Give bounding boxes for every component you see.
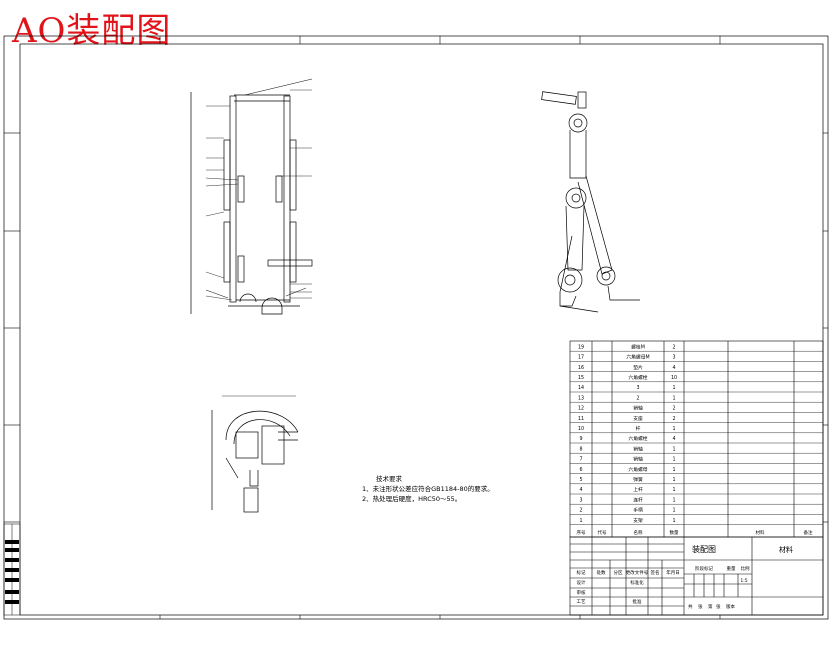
table-cell-qty: 1 <box>672 395 675 401</box>
label-sign: 签名 <box>651 569 660 576</box>
table-cell-qty: 2 <box>672 416 675 422</box>
drawing-name: 装配图 <box>692 544 716 554</box>
table-cell-qty: 3 <box>672 355 675 361</box>
table-cell-qty: 1 <box>672 467 675 473</box>
table-cell-qty: 1 <box>672 508 675 514</box>
table-cell-name: 销轴 <box>633 405 643 412</box>
table-cell-name: 3 <box>636 385 639 391</box>
table-cell-name: 销轴 <box>633 456 643 463</box>
role-design: 设计 <box>577 579 586 586</box>
header-material: 材料 <box>756 529 765 536</box>
table-cell-no: 15 <box>578 375 584 381</box>
table-cell-no: 9 <box>579 436 582 442</box>
side-view <box>541 91 640 313</box>
table-cell-no: 6 <box>579 467 582 473</box>
table-cell-qty: 1 <box>672 426 675 432</box>
header-code: 代号 <box>598 529 607 536</box>
table-cell-qty: 1 <box>672 518 675 524</box>
role-approve: 批准 <box>633 598 642 605</box>
table-cell-no: 17 <box>578 355 584 361</box>
table-cell-no: 8 <box>579 446 582 452</box>
label-mark: 标记 <box>577 569 586 576</box>
table-cell-name: 六角螺栓 <box>628 374 647 381</box>
table-cell-name: 杆 <box>636 425 641 432</box>
header-no: 序号 <box>577 529 586 536</box>
table-cell-qty: 1 <box>672 385 675 391</box>
role-standard: 标准化 <box>630 579 644 586</box>
title-block <box>569 536 824 616</box>
table-cell-no: 19 <box>578 344 584 350</box>
stage-weight: 重量 <box>727 565 736 572</box>
table-cell-no: 10 <box>578 426 584 432</box>
table-cell-qty: 1 <box>672 497 675 503</box>
table-cell-name: 支座 <box>633 415 643 422</box>
table-cell-no: 3 <box>579 497 582 503</box>
tech-heading: 技术要求 <box>376 475 402 483</box>
table-cell-no: 12 <box>578 406 584 412</box>
table-cell-name: 上杆 <box>633 486 643 493</box>
parts-list-table <box>569 340 824 538</box>
header-name: 名称 <box>634 529 643 536</box>
sheet-num-unit: 张 <box>716 603 721 610</box>
drawing-title: AO装配图 <box>12 11 172 51</box>
table-cell-qty: 4 <box>672 436 675 442</box>
tech-item-2: 2、热处理后硬度，HRC50～55。 <box>362 495 462 503</box>
stage-mark: 阶段标记 <box>695 565 713 572</box>
table-cell-qty: 1 <box>672 446 675 452</box>
sheet-total: 共 <box>688 603 693 610</box>
table-cell-name: 垫片 <box>633 364 643 371</box>
sheet-num: 第 <box>708 603 713 610</box>
role-process: 工艺 <box>577 599 586 605</box>
label-change: 更改文件号 <box>626 569 649 576</box>
table-cell-name: 手柄 <box>633 507 643 514</box>
table-cell-no: 11 <box>578 416 584 422</box>
table-cell-name: 支架 <box>633 517 643 524</box>
table-cell-name: 2 <box>636 395 639 401</box>
table-cell-no: 2 <box>579 508 582 514</box>
table-cell-no: 4 <box>579 487 582 493</box>
table-cell-no: 14 <box>578 385 584 391</box>
scale-value: 1:5 <box>740 578 747 584</box>
table-cell-no: 1 <box>579 518 582 524</box>
table-cell-qty: 2 <box>672 406 675 412</box>
table-cell-no: 16 <box>578 365 584 371</box>
front-view-leaders <box>205 89 312 301</box>
table-cell-qty: 2 <box>672 344 675 350</box>
role-review: 审核 <box>577 589 586 596</box>
header-remark: 备注 <box>804 529 813 536</box>
table-cell-name: 六角螺母M <box>626 354 649 361</box>
table-cell-name: 六角螺栓 <box>628 435 647 442</box>
label-zone: 分区 <box>614 569 623 576</box>
front-view <box>190 78 313 315</box>
table-cell-name: 销轴 <box>633 445 643 452</box>
tech-item-1: 1、未注形状公差应符合GB1184-80的要求。 <box>362 485 494 493</box>
table-cell-qty: 1 <box>672 457 675 463</box>
table-cell-name: 弹簧 <box>633 476 643 483</box>
label-count: 处数 <box>597 569 606 576</box>
stage-scale: 比例 <box>741 565 750 572</box>
label-date: 年月日 <box>666 569 680 576</box>
technical-requirements: 技术要求 1、未注形状公差应符合GB1184-80的要求。 2、热处理后硬度，H… <box>362 474 494 504</box>
table-cell-qty: 1 <box>672 487 675 493</box>
table-cell-no: 7 <box>579 457 582 463</box>
zone-markers <box>4 36 828 619</box>
table-cell-qty: 1 <box>672 477 675 483</box>
table-cell-name: 连杆 <box>633 496 643 503</box>
title-block-text: 装配图 材料 1:5 序号 代号 名称 数量 材料 备注 标记 处数 分区 更改… <box>577 529 813 610</box>
version-label: 版本 <box>726 603 735 610</box>
sheet-total-unit: 张 <box>698 603 703 610</box>
table-cell-no: 5 <box>579 477 582 483</box>
table-cell-qty: 4 <box>672 365 675 371</box>
table-cell-no: 13 <box>578 395 584 401</box>
table-cell-qty: 10 <box>671 375 677 381</box>
material-label: 材料 <box>779 545 793 554</box>
header-qty: 数量 <box>670 529 679 536</box>
table-cell-name: 螺栓M <box>631 343 645 350</box>
sheet-border <box>3 35 829 620</box>
top-view <box>211 395 299 513</box>
table-cell-name: 六角螺母 <box>628 466 647 473</box>
